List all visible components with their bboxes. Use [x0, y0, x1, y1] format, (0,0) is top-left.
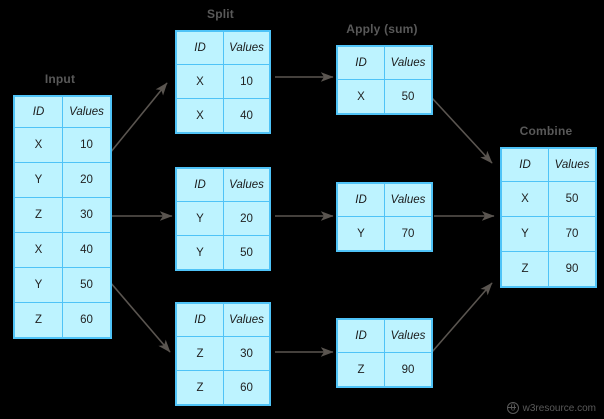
cell-id: Z — [13, 197, 63, 233]
table-row: Z 60 — [13, 302, 112, 339]
arrow-apply3-to-combine — [431, 282, 493, 353]
cell-id: X — [336, 79, 385, 115]
label-input: Input — [44, 72, 76, 86]
table-row: Y 70 — [336, 216, 433, 252]
cell-value: 90 — [384, 352, 433, 388]
watermark: w3resource.com — [506, 402, 596, 414]
table-row: Y 20 — [13, 162, 112, 198]
cell-value: 30 — [62, 197, 112, 233]
cell-value: 50 — [223, 235, 271, 271]
cell-value: 40 — [62, 232, 112, 268]
table-apply-1: ID Values X 50 — [336, 45, 433, 115]
cell-id: Z — [175, 370, 224, 406]
cell-id: Z — [336, 352, 385, 388]
table-combine: ID Values X 50 Y 70 Z 90 — [500, 147, 597, 288]
column-header-values: Values — [548, 147, 597, 182]
cell-value: 60 — [62, 302, 112, 339]
table-split-3: ID Values Z 30 Z 60 — [175, 302, 271, 406]
table-row: Y 20 — [175, 201, 271, 236]
cell-id: X — [175, 64, 224, 99]
table-row: Z 30 — [175, 336, 271, 371]
cell-id: Z — [13, 302, 63, 339]
table-apply-3: ID Values Z 90 — [336, 318, 433, 388]
cell-id: Y — [175, 201, 224, 236]
cell-value: 70 — [548, 216, 597, 252]
cell-id: Y — [500, 216, 549, 252]
cell-id: X — [13, 232, 63, 268]
table-row-header: ID Values — [336, 45, 433, 80]
cell-value: 20 — [62, 162, 112, 198]
table-apply-2: ID Values Y 70 — [336, 182, 433, 252]
cell-value: 10 — [223, 64, 271, 99]
column-header-id: ID — [175, 30, 224, 65]
column-header-id: ID — [336, 318, 385, 353]
table-row-header: ID Values — [500, 147, 597, 182]
column-header-id: ID — [336, 45, 385, 80]
cell-value: 30 — [223, 336, 271, 371]
table-row: Y 70 — [500, 216, 597, 252]
column-header-id: ID — [336, 182, 385, 217]
cell-value: 50 — [548, 181, 597, 217]
table-row: Z 90 — [336, 352, 433, 388]
table-row: X 50 — [500, 181, 597, 217]
cell-value: 50 — [62, 267, 112, 303]
table-row: X 10 — [175, 64, 271, 99]
column-header-values: Values — [223, 167, 271, 202]
table-row: X 40 — [175, 98, 271, 134]
cell-id: Z — [175, 336, 224, 371]
table-row: X 10 — [13, 127, 112, 163]
cell-id: X — [500, 181, 549, 217]
table-row: Z 90 — [500, 251, 597, 288]
cell-value: 20 — [223, 201, 271, 236]
column-header-id: ID — [13, 95, 63, 128]
table-row: Z 60 — [175, 370, 271, 406]
table-row-header: ID Values — [336, 318, 433, 353]
column-header-id: ID — [175, 302, 224, 337]
column-header-values: Values — [384, 182, 433, 217]
cell-id: Y — [175, 235, 224, 271]
table-row: X 40 — [13, 232, 112, 268]
cell-value: 60 — [223, 370, 271, 406]
table-row: X 50 — [336, 79, 433, 115]
table-row: Z 30 — [13, 197, 112, 233]
table-row: Y 50 — [175, 235, 271, 271]
cell-value: 90 — [548, 251, 597, 288]
table-split-1: ID Values X 10 X 40 — [175, 30, 271, 134]
watermark-text: w3resource.com — [522, 402, 596, 414]
table-row-header: ID Values — [13, 95, 112, 128]
column-header-values: Values — [223, 302, 271, 337]
cell-id: X — [175, 98, 224, 134]
table-row-header: ID Values — [175, 302, 271, 337]
arrow-input-to-split3 — [109, 281, 171, 353]
table-row-header: ID Values — [175, 167, 271, 202]
table-row: Y 50 — [13, 267, 112, 303]
cell-value: 40 — [223, 98, 271, 134]
table-row-header: ID Values — [336, 182, 433, 217]
table-row-header: ID Values — [175, 30, 271, 65]
column-header-id: ID — [500, 147, 549, 182]
column-header-values: Values — [223, 30, 271, 65]
label-combine: Combine — [519, 124, 573, 138]
cell-id: Y — [13, 162, 63, 198]
cell-id: Y — [13, 267, 63, 303]
column-header-values: Values — [384, 318, 433, 353]
column-header-id: ID — [175, 167, 224, 202]
column-header-values: Values — [62, 95, 112, 128]
arrow-apply1-to-combine — [431, 97, 493, 164]
cell-value: 50 — [384, 79, 433, 115]
cell-value: 10 — [62, 127, 112, 163]
cell-id: X — [13, 127, 63, 163]
label-split: Split — [207, 7, 234, 21]
table-input: ID Values X 10 Y 20 Z 30 X 40 Y 50 Z 60 — [13, 95, 112, 339]
arrow-input-to-split1 — [109, 82, 168, 154]
cell-id: Z — [500, 251, 549, 288]
cell-id: Y — [336, 216, 385, 252]
cell-value: 70 — [384, 216, 433, 252]
label-apply: Apply (sum) — [346, 22, 418, 36]
column-header-values: Values — [384, 45, 433, 80]
globe-icon — [506, 402, 519, 414]
table-split-2: ID Values Y 20 Y 50 — [175, 167, 271, 271]
